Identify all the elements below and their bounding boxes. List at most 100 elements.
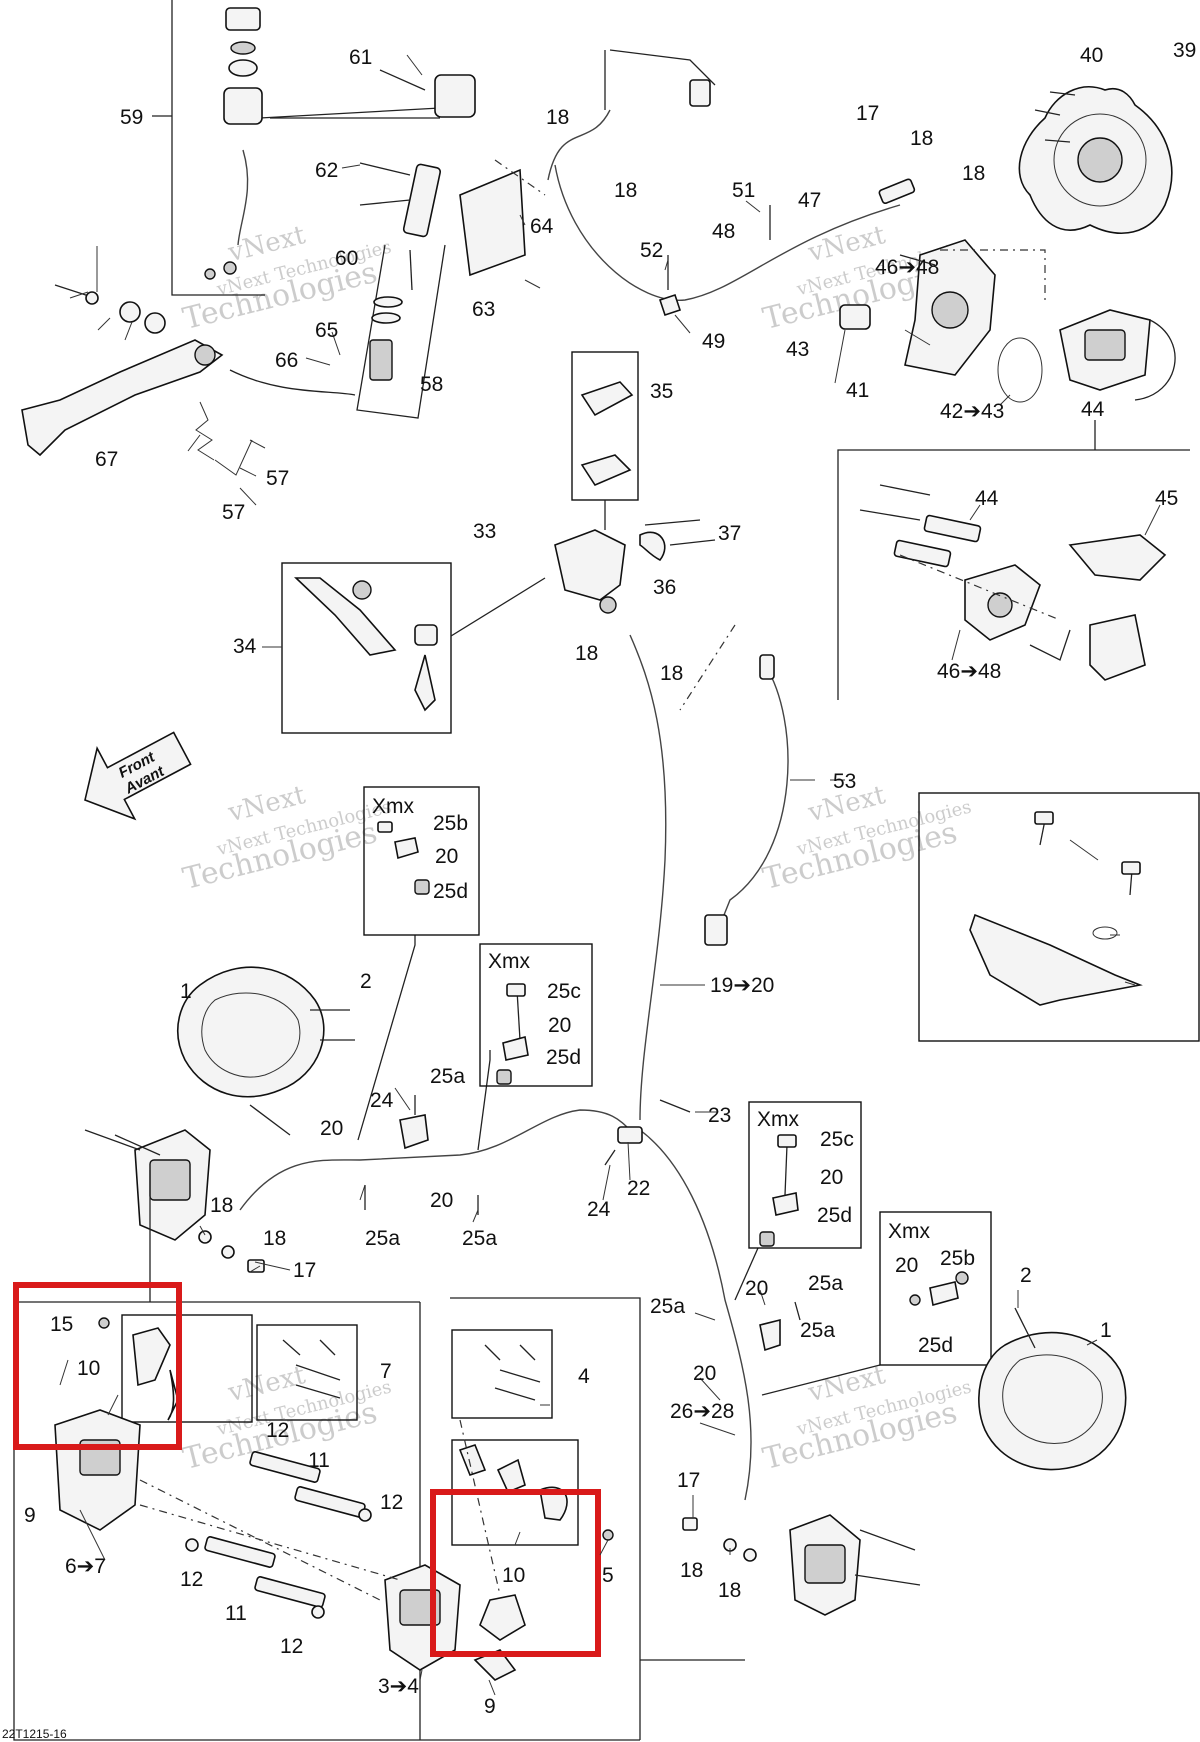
- push-rod-clevis: [369, 339, 393, 381]
- callout-18-h: 18: [263, 1227, 286, 1250]
- callout-44-a: 51: [732, 179, 755, 202]
- mount-plate-67: [969, 913, 1143, 1006]
- pad-spring-39: [1068, 534, 1167, 581]
- callout-12-d: 12: [280, 1635, 303, 1658]
- callout-11-a: 11: [308, 1449, 330, 1472]
- callout-22: 23: [708, 1104, 731, 1127]
- front-direction-arrow: Front Avant: [84, 731, 192, 821]
- callout-18-a: 18: [546, 106, 569, 129]
- callout-25a-b: 25a: [365, 1227, 400, 1250]
- callout-labels: 59 61 62 60 64 63 65 66 58 67 57 57 18 1…: [2, 39, 1196, 1741]
- callout-5: 5: [602, 1564, 614, 1587]
- callout-11-b: 11: [225, 1602, 247, 1625]
- caliper-service-frame: [13, 1170, 745, 1741]
- callout-27: 34: [233, 635, 257, 658]
- callout-12-a: 12: [266, 1419, 289, 1442]
- inset3-25c: 25c: [820, 1128, 854, 1151]
- callout-18-e: 18: [575, 642, 598, 665]
- callout-10-a: 10: [77, 1357, 100, 1380]
- callout-2-b: 2: [1020, 1264, 1032, 1287]
- front-caliper-right: [682, 1514, 921, 1616]
- callout-20-a: 20: [320, 1117, 343, 1140]
- callout-42-43: 47: [798, 189, 821, 212]
- callout-34: 41: [846, 379, 869, 402]
- callout-3-4: 3➔4: [378, 1675, 419, 1698]
- abs-sensor-line-45: [704, 654, 789, 946]
- callout-43-a: 48: [712, 220, 735, 243]
- callout-57b: 57: [222, 501, 245, 524]
- xmx-inset-2: Xmx: [479, 943, 593, 1087]
- callout-36: 43: [786, 338, 809, 361]
- grommet-36: [839, 304, 871, 330]
- xmx-title: Xmx: [372, 795, 415, 818]
- callout-47: 59: [120, 106, 143, 129]
- caliper-half-9-right: [479, 1594, 526, 1641]
- callout-28: 35: [650, 380, 673, 403]
- callout-23: 24: [587, 1198, 611, 1221]
- callout-20-c: 20: [745, 1277, 768, 1300]
- highlight-boxes: [13, 1282, 601, 1657]
- callout-12-b: 12: [380, 1491, 403, 1514]
- callout-41: 46➔48: [875, 256, 939, 279]
- xmx-inset-4: Xmx: [879, 1211, 992, 1366]
- callout-52: 63: [472, 298, 495, 321]
- mount-kit-box: [918, 792, 1200, 1042]
- inset1-20: 20: [435, 845, 458, 868]
- lever-kit-box-27: [281, 562, 452, 734]
- inset3-20: 20: [820, 1166, 843, 1189]
- callout-46-48: 58: [420, 373, 443, 396]
- master-cylinder: [402, 163, 442, 238]
- callout-18-f: 18: [660, 662, 683, 685]
- callout-6-7: 6➔7: [65, 1555, 106, 1578]
- inset4-25b: 25b: [940, 1247, 975, 1270]
- callout-24-b: 25a: [800, 1319, 835, 1342]
- callout-33: 40: [1080, 44, 1103, 67]
- callout-25a-a: 25a: [430, 1065, 465, 1088]
- callout-48: 60: [335, 247, 358, 270]
- pad-40: [1089, 614, 1146, 681]
- reservoir-49: [434, 74, 476, 118]
- rear-brake-line-group: [494, 49, 916, 317]
- leader-lines: [59, 54, 1161, 1696]
- callout-7: 7: [380, 1360, 392, 1383]
- callout-18-d: 18: [962, 162, 985, 185]
- callout-10-b: 10: [502, 1564, 525, 1587]
- callout-2-a: 2: [360, 970, 372, 993]
- callout-25a-f: 26➔28: [670, 1400, 734, 1423]
- xmx-inset-1: Xmx: [363, 786, 480, 936]
- inset2-25c: 25c: [547, 980, 581, 1003]
- callout-25a-e: 25a: [808, 1272, 843, 1295]
- callout-20-d: 20: [693, 1362, 716, 1385]
- junction-21: [617, 1126, 643, 1144]
- callout-45: 53: [833, 770, 856, 793]
- callout-38: 44: [975, 487, 999, 510]
- reservoir-body: [223, 87, 263, 125]
- rear-disc-caliper-group: [839, 86, 1176, 403]
- callout-25a-c: 25a: [462, 1227, 497, 1250]
- callout-54: 65: [315, 319, 338, 342]
- callout-18-j: 18: [718, 1579, 741, 1602]
- rear-master-cylinder-group: [21, 0, 526, 476]
- callout-40: 46➔48: [937, 660, 1001, 683]
- callout-17-a: 17: [856, 102, 879, 125]
- speed-sensor: [689, 79, 711, 107]
- callout-49: 61: [349, 46, 372, 69]
- callout-39: 45: [1155, 487, 1178, 510]
- front-disc-left: [177, 966, 355, 1136]
- callout-4: 4: [578, 1365, 590, 1388]
- callout-18-g: 18: [210, 1194, 233, 1217]
- callout-18-i: 18: [680, 1559, 703, 1582]
- brake-lever: [293, 577, 397, 656]
- inset1-25b: 25b: [433, 812, 468, 835]
- brake-pedal: [21, 339, 224, 457]
- front-caliper-left: [84, 1129, 265, 1273]
- callout-17-b: 17: [293, 1259, 316, 1282]
- callout-1-b: 1: [1100, 1319, 1112, 1342]
- callout-58: 57: [266, 467, 289, 490]
- xmx-inset-3: Xmx: [748, 1101, 862, 1249]
- callout-32: 39: [1173, 39, 1196, 62]
- callout-26-28: 33: [473, 520, 496, 543]
- callout-43-b: 49: [702, 330, 725, 353]
- inset4-20: 20: [895, 1254, 918, 1277]
